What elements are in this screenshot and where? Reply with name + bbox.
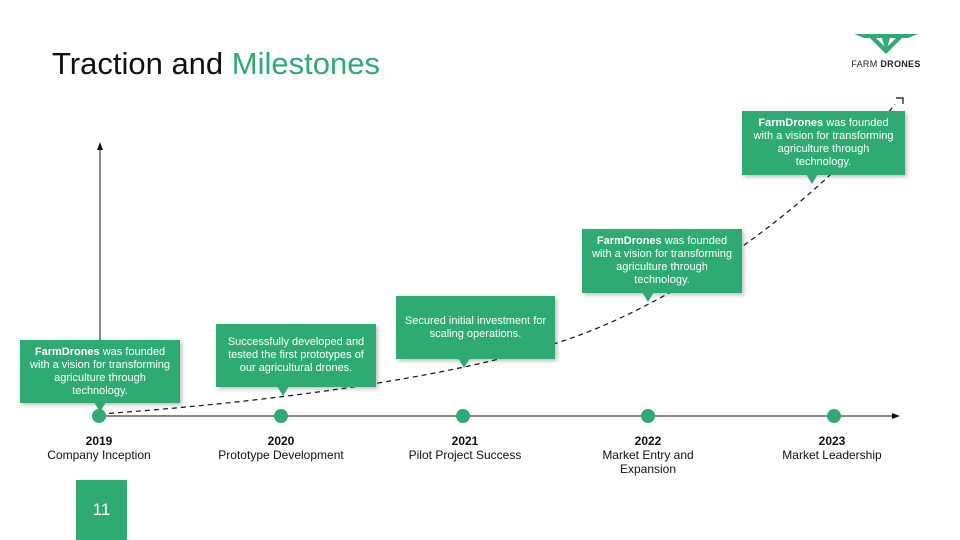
milestone-bubble-2019: FarmDrones was founded with a vision for… — [20, 340, 180, 403]
milestone-year: 2020 — [267, 434, 295, 448]
milestone-dot-2023 — [827, 409, 841, 423]
milestone-dot-2019 — [92, 409, 106, 423]
milestone-dot-2020 — [274, 409, 288, 423]
milestone-dot-2022 — [641, 409, 655, 423]
milestone-year: 2021 — [451, 434, 479, 448]
milestone-label-2019: 2019 Company Inception — [39, 434, 159, 462]
title-accent: Milestones — [231, 46, 380, 81]
milestone-title: Market Entry and Expansion — [602, 448, 694, 476]
milestone-title: Pilot Project Success — [408, 448, 522, 462]
milestone-bubble-2020: Successfully developed and tested the fi… — [216, 324, 376, 387]
milestone-year: 2022 — [634, 434, 662, 448]
milestone-label-2021: 2021 Pilot Project Success — [398, 434, 532, 462]
title-main: Traction and — [52, 46, 232, 81]
page-title: Traction and Milestones — [52, 46, 380, 82]
growth-trend-curve — [99, 103, 896, 415]
axis-arrow-right-icon — [892, 413, 900, 419]
drone-wing-icon — [854, 34, 918, 54]
milestone-title: Market Leadership — [782, 448, 882, 462]
trend-arrow-icon — [896, 97, 904, 104]
milestone-bubble-2021: Secured initial investment for scaling o… — [396, 296, 555, 359]
milestone-bubble-2022: FarmDrones was founded with a vision for… — [582, 229, 742, 293]
brand-logo: FARM DRONES — [846, 30, 926, 74]
milestone-year: 2023 — [818, 434, 846, 448]
milestone-label-2023: 2023 Market Leadership — [772, 434, 892, 462]
milestone-label-2020: 2020 Prototype Development — [211, 434, 351, 462]
milestone-year: 2019 — [85, 434, 113, 448]
milestone-title: Prototype Development — [218, 448, 344, 462]
milestone-label-2022: 2022 Market Entry and Expansion — [598, 434, 698, 476]
axis-arrow-up-icon — [97, 142, 103, 150]
milestone-dot-2021 — [456, 409, 470, 423]
page-number: 11 — [76, 480, 127, 540]
logo-text: FARM DRONES — [851, 59, 921, 69]
milestone-title: Company Inception — [47, 448, 151, 462]
milestone-bubble-2023: FarmDrones was founded with a vision for… — [742, 111, 905, 175]
